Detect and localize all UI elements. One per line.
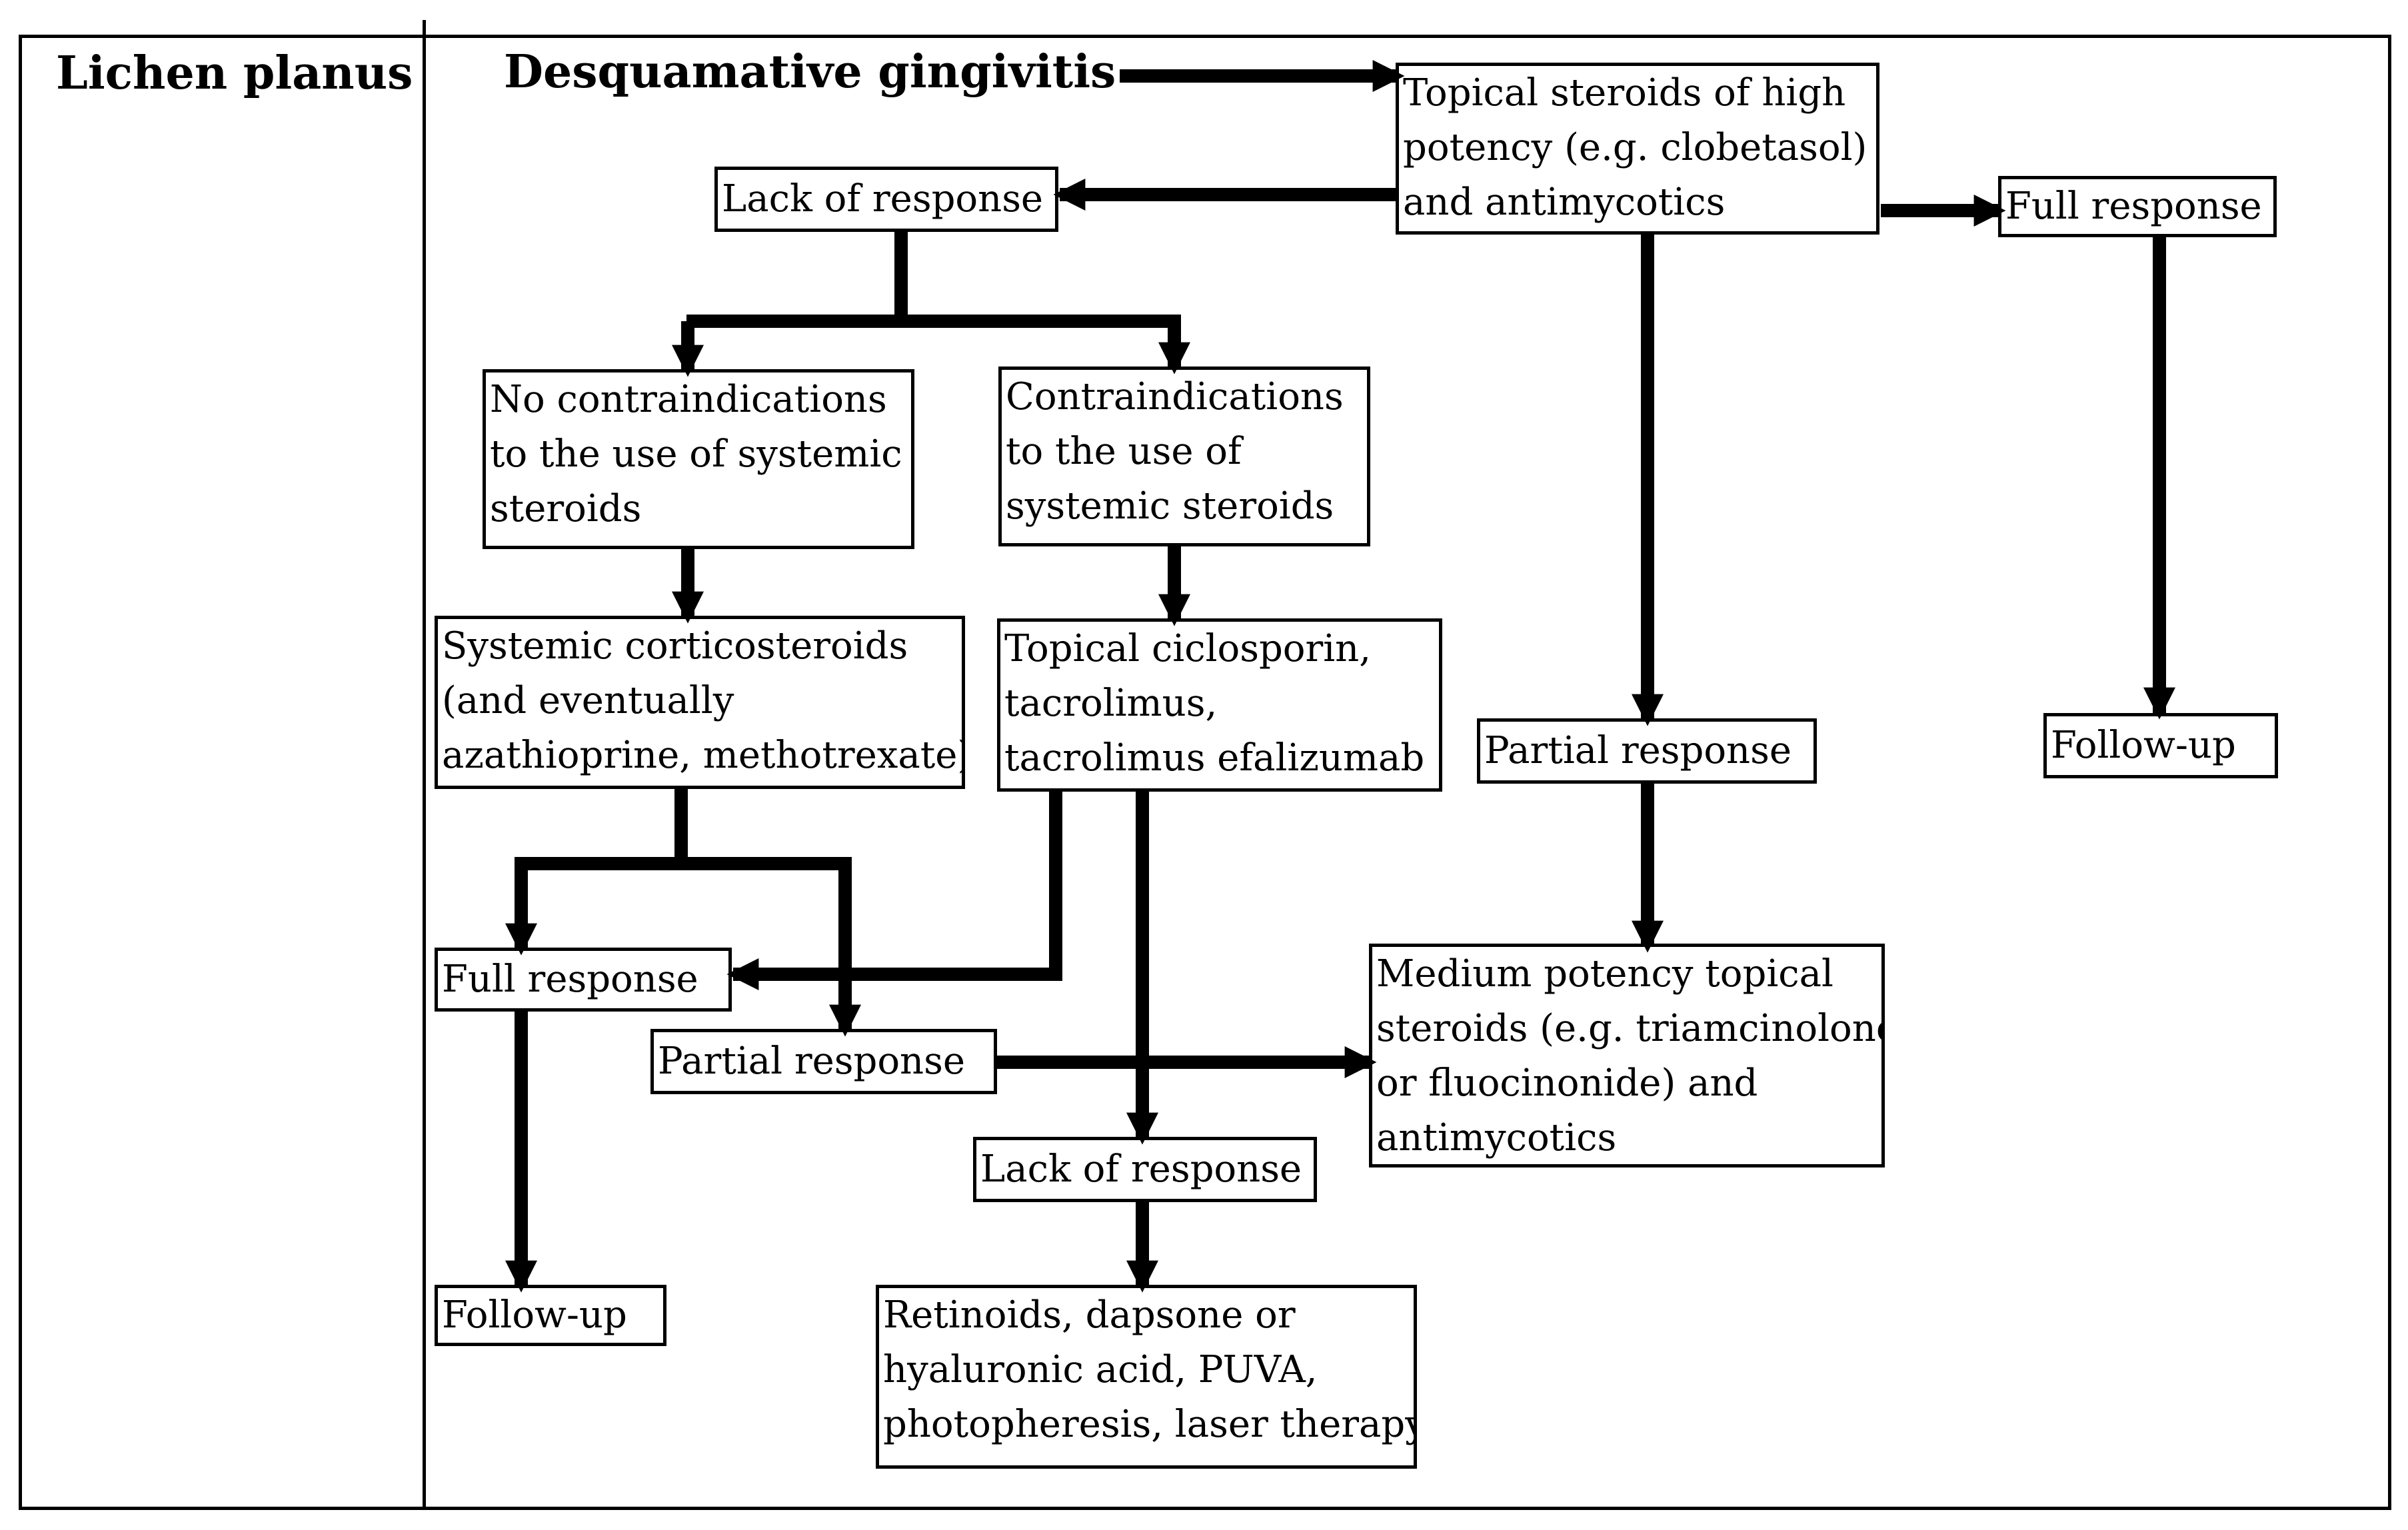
node-contraindications: Contraindications to the use of systemic…	[998, 367, 1370, 546]
node-systemic-corticosteroids: Systemic corticosteroids (and eventually…	[435, 616, 965, 789]
node-full-response-right: Full response	[1998, 176, 2277, 237]
node-partial-response-right: Partial response	[1477, 718, 1817, 784]
node-follow-up-right: Follow-up	[2043, 713, 2278, 778]
node-no-contraindications: No contraindications to the use of syste…	[483, 369, 914, 549]
column-header-lichen-planus: Lichen planus	[56, 47, 413, 100]
table-frame	[19, 35, 2391, 1510]
node-retinoids-dapsone: Retinoids, dapsone or hyaluronic acid, P…	[876, 1285, 1417, 1469]
node-lack-of-response-bottom: Lack of response	[973, 1137, 1317, 1202]
node-partial-response-left: Partial response	[650, 1029, 997, 1094]
node-full-response-left: Full response	[435, 948, 732, 1012]
node-medium-potency-steroids: Medium potency topical steroids (e.g. tr…	[1369, 944, 1885, 1167]
node-lack-of-response-top: Lack of response	[714, 167, 1058, 232]
start-node-desquamative-gingivitis: Desquamative gingivitis	[504, 45, 1116, 99]
node-topical-ciclosporin: Topical ciclosporin, tacrolimus, tacroli…	[997, 618, 1442, 792]
column-divider	[423, 20, 426, 1510]
node-follow-up-left: Follow-up	[435, 1285, 666, 1346]
node-topical-high-potency-steroids: Topical steroids of high potency (e.g. c…	[1396, 63, 1879, 235]
